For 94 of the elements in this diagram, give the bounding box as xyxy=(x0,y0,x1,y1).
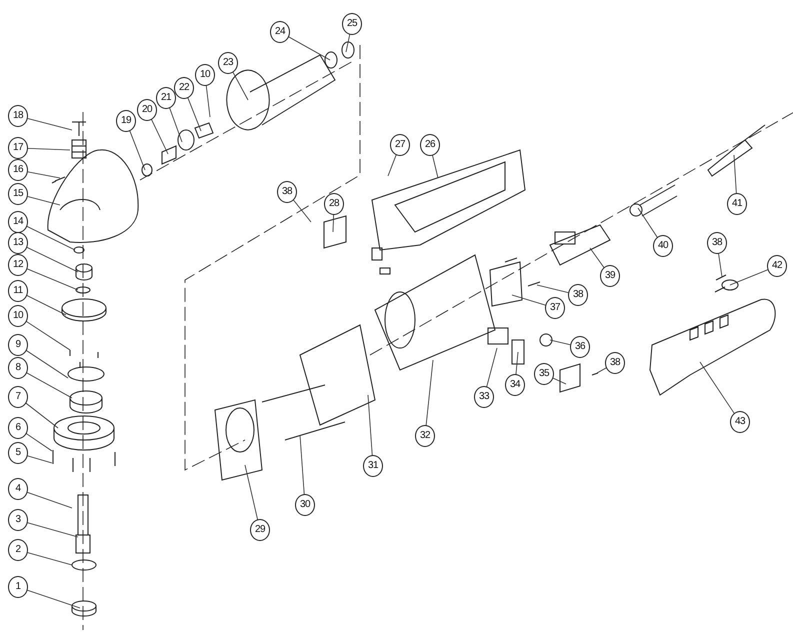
leader-line xyxy=(26,402,58,428)
callout-number: 24 xyxy=(270,21,290,43)
callout-number: 28 xyxy=(324,193,344,215)
leader-line xyxy=(550,340,571,346)
leader-line xyxy=(432,154,438,178)
leader-line xyxy=(368,394,373,456)
callout-number: 11 xyxy=(8,280,28,302)
callout-number: 38 xyxy=(568,284,588,306)
callout-number: 31 xyxy=(363,455,383,477)
callout-number: 35 xyxy=(534,363,554,385)
callout-number: 7 xyxy=(8,386,28,408)
leader-line xyxy=(26,372,72,398)
callout-number: 32 xyxy=(415,425,435,447)
leader-line xyxy=(288,36,330,60)
callout-number: 5 xyxy=(8,442,28,464)
leader-line xyxy=(730,269,768,286)
leader-line xyxy=(700,362,735,414)
leader-line xyxy=(187,96,202,132)
leader-line xyxy=(638,208,658,238)
callout-number: 27 xyxy=(390,134,410,156)
leader-line xyxy=(27,492,72,508)
leader-line xyxy=(169,107,182,142)
leader-line xyxy=(718,252,722,278)
callout-number: 22 xyxy=(174,77,194,99)
callout-number: 38 xyxy=(707,232,727,254)
leader-line xyxy=(244,464,258,521)
leader-line xyxy=(292,199,312,222)
leader-line xyxy=(129,130,146,170)
callout-number: 39 xyxy=(600,265,620,287)
callout-number: 4 xyxy=(8,478,28,500)
callout-number: 30 xyxy=(295,494,315,516)
leader-line xyxy=(27,196,60,206)
leader-line xyxy=(332,214,334,232)
leader-line xyxy=(27,455,52,464)
callout-number: 9 xyxy=(8,334,28,356)
leader-line xyxy=(27,118,72,130)
callout-number: 40 xyxy=(653,235,673,257)
callout-number: 18 xyxy=(8,105,28,127)
callout-number: 34 xyxy=(505,374,525,396)
callout-number: 19 xyxy=(116,110,136,132)
callout-number: 10 xyxy=(195,64,215,86)
leader-line xyxy=(590,248,605,268)
leader-line xyxy=(27,590,80,608)
callout-number: 6 xyxy=(8,417,28,439)
callout-number: 21 xyxy=(156,87,176,109)
callout-number: 14 xyxy=(8,211,28,233)
callout-number: 1 xyxy=(8,576,28,598)
leader-line xyxy=(27,171,60,178)
callout-number: 12 xyxy=(8,254,28,276)
callout-number: 20 xyxy=(137,99,157,121)
callout-number: 42 xyxy=(767,255,787,277)
leader-line xyxy=(27,522,78,538)
leader-line xyxy=(26,295,66,316)
callout-number: 3 xyxy=(8,509,28,531)
callout-number: 25 xyxy=(342,13,362,35)
leader-line xyxy=(536,284,569,294)
callout-number: 17 xyxy=(8,137,28,159)
leader-line xyxy=(26,268,78,290)
leader-line xyxy=(27,552,72,566)
callout-number: 38 xyxy=(605,352,625,374)
callout-number: 38 xyxy=(277,181,297,203)
leader-line xyxy=(388,154,397,176)
callout-number: 23 xyxy=(218,52,238,74)
callout-number: 41 xyxy=(727,193,747,215)
callout-number: 26 xyxy=(420,134,440,156)
leader-line xyxy=(206,84,210,118)
leader-line xyxy=(516,352,518,376)
callout-number: 33 xyxy=(474,386,494,408)
callout-number: 13 xyxy=(8,232,28,254)
leader-line xyxy=(486,348,498,388)
leader-line xyxy=(26,226,76,250)
leader-line xyxy=(596,367,607,374)
leader-line xyxy=(26,321,70,350)
callout-number: 8 xyxy=(8,357,28,379)
leader-line xyxy=(734,154,737,194)
callout-number: 2 xyxy=(8,539,28,561)
leader-line xyxy=(346,33,350,52)
leader-line xyxy=(300,434,305,496)
leader-line xyxy=(28,148,70,150)
callout-number: 36 xyxy=(570,336,590,358)
callout-number: 15 xyxy=(8,183,28,205)
leader-line xyxy=(150,118,168,154)
callout-number: 10 xyxy=(8,305,28,327)
callout-number: 16 xyxy=(8,159,28,181)
leader-line xyxy=(26,350,68,378)
leader-line xyxy=(26,246,78,272)
leader-line xyxy=(232,71,248,100)
callout-number: 29 xyxy=(250,519,270,541)
leader-line xyxy=(26,433,52,452)
leader-line xyxy=(552,378,566,384)
leader-line xyxy=(512,294,546,306)
callout-number: 37 xyxy=(545,297,565,319)
leader-line xyxy=(426,360,434,426)
callout-number: 43 xyxy=(730,411,750,433)
